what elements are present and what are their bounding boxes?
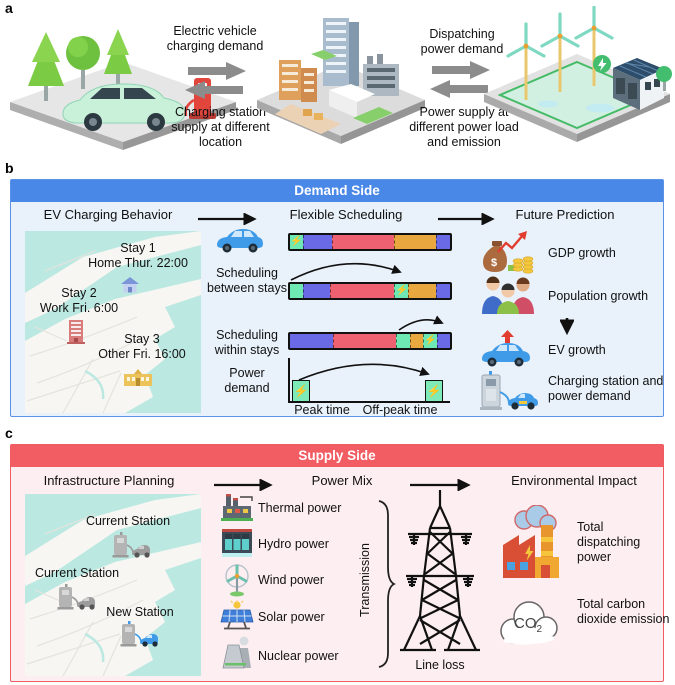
home-icon <box>121 277 139 293</box>
column-power-mix: Power Mix <box>311 473 373 488</box>
stay-3-label: Stay 3 Other Fri. 16:00 <box>92 332 192 362</box>
solar-power-icon <box>220 600 254 630</box>
current-station-icon <box>57 584 95 610</box>
right-block-arrow-icon <box>432 61 490 79</box>
flow1-top-label: Electric vehicle charging demand <box>166 24 264 53</box>
wind-power-label: Wind power <box>258 573 324 587</box>
right-block-arrow-icon <box>188 62 246 80</box>
stay-1-detail: Home Thur. 22:00 <box>88 256 188 270</box>
line-loss-label: Line loss <box>415 658 465 672</box>
column-infrastructure-planning: Infrastructure Planning <box>43 473 175 488</box>
total-co2-emission-label: Total carbon dioxide emission <box>577 597 670 626</box>
scheduling-between-label: Scheduling between stays <box>207 266 287 295</box>
supply-side-header: Supply Side <box>11 445 663 467</box>
reschedule-arc-small-icon <box>398 315 444 331</box>
ev-car-icon <box>217 229 263 253</box>
flow-arrow-icon <box>198 213 257 225</box>
hydro-power-icon <box>222 529 252 557</box>
renewable-energy-scene-icon <box>484 6 672 142</box>
power-demand-label: Power demand <box>224 366 270 395</box>
transmission-brace <box>378 500 396 668</box>
ev-growth-label: EV growth <box>548 343 606 357</box>
hydro-power-label: Hydro power <box>258 537 329 551</box>
public-building-icon <box>124 369 152 386</box>
charging-station-icon <box>480 371 538 410</box>
left-block-arrow-icon <box>185 81 243 99</box>
column-environmental-impact: Environmental Impact <box>511 473 637 488</box>
population-growth-label: Population growth <box>548 289 649 303</box>
scheduling-within-label: Scheduling within stays <box>214 328 280 357</box>
stay-2-label: Stay 2 Work Fri. 6:00 <box>29 286 129 316</box>
gdp-growth-label: GDP growth <box>548 246 616 260</box>
thermal-power-label: Thermal power <box>258 501 342 515</box>
peak-time-label: Peak time <box>294 403 350 417</box>
stay-1-label: Stay 1 Home Thur. 22:00 <box>78 241 198 271</box>
offpeak-demand-block: ⚡ <box>425 380 443 402</box>
transmission-tower-icon <box>400 490 480 652</box>
stay-3-detail: Other Fri. 16:00 <box>98 347 186 361</box>
co2-text: CO2 <box>514 615 543 635</box>
schedule-bar-original: ⚡ <box>288 233 452 251</box>
flow2-bottom-label: Power supply at different power load and… <box>409 105 519 149</box>
demand-side-header: Demand Side <box>11 180 663 202</box>
total-dispatching-power-label: Total dispatching power <box>577 520 641 564</box>
station-map <box>25 494 201 676</box>
flow-arrow-icon <box>214 479 273 491</box>
stay-2-detail: Work Fri. 6:00 <box>39 301 119 315</box>
flow2-top-label: Dispatching power demand <box>420 27 504 56</box>
panel-c-label: c <box>5 425 13 441</box>
panel-b-label: b <box>5 160 14 176</box>
flow-arrow-icon <box>410 479 471 491</box>
offpeak-time-label: Off-peak time <box>362 403 438 417</box>
co2-cloud-icon <box>500 601 558 645</box>
peak-demand-block: ⚡ <box>292 380 310 402</box>
nuclear-power-icon <box>222 636 251 669</box>
office-building-icon <box>67 320 85 344</box>
station-3-label: New Station <box>106 605 174 619</box>
gdp-growth-icon: $ <box>483 231 534 274</box>
city-map <box>25 231 201 413</box>
lightning-icon: ⚡ <box>293 384 309 398</box>
reschedule-arc-icon <box>290 262 402 281</box>
down-arrow-icon <box>560 318 574 336</box>
stay-2-name: Stay 2 <box>61 286 97 300</box>
column-flexible-scheduling: Flexible Scheduling <box>289 207 403 222</box>
solar-power-label: Solar power <box>258 610 325 624</box>
peak-shift-arc-icon <box>298 363 430 381</box>
schedule-bar-between-stays: ⚡ <box>288 282 452 300</box>
svg-text:$: $ <box>491 257 497 269</box>
transmission-label: Transmission <box>358 543 372 617</box>
station-2-label: Current Station <box>34 566 120 580</box>
ev-charging-scene-icon <box>10 29 236 150</box>
power-demand-x-axis <box>288 401 450 403</box>
city-scene-icon <box>257 18 425 144</box>
dispatching-power-factory-icon <box>503 505 559 578</box>
column-ev-charging-behavior: EV Charging Behavior <box>43 207 173 222</box>
ev-growth-icon <box>482 330 530 367</box>
left-block-arrow-icon <box>430 80 488 98</box>
thermal-power-icon <box>221 494 253 521</box>
wind-power-icon <box>225 564 249 597</box>
current-station-icon <box>112 532 150 558</box>
charging-station-demand-label: Charging station and power demand <box>548 374 664 403</box>
lightning-icon: ⚡ <box>426 384 442 398</box>
population-growth-icon <box>482 276 534 314</box>
panel-a-label: a <box>5 0 13 16</box>
station-1-label: Current Station <box>85 514 171 528</box>
column-future-prediction: Future Prediction <box>515 207 615 222</box>
nuclear-power-label: Nuclear power <box>258 649 339 663</box>
new-station-icon <box>120 621 158 647</box>
flow-arrow-icon <box>438 213 495 225</box>
stay-1-name: Stay 1 <box>120 241 156 255</box>
power-demand-y-axis <box>288 358 290 403</box>
stay-3-name: Stay 3 <box>124 332 160 346</box>
flow1-bottom-label: Charging station supply at different loc… <box>171 105 270 149</box>
schedule-bar-within-stays: ⚡ <box>288 332 452 350</box>
